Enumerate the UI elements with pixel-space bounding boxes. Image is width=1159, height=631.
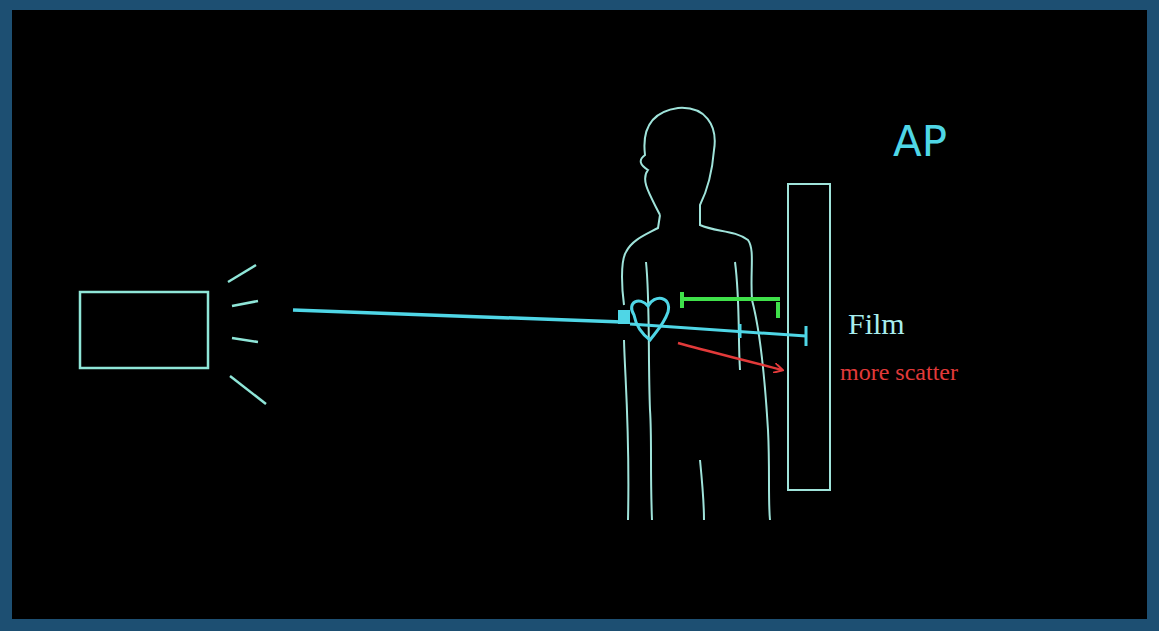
xray-tube <box>80 292 208 368</box>
view-label: AP <box>893 120 947 164</box>
film-label: Film <box>848 308 905 340</box>
xray-rays <box>228 265 266 404</box>
distance-bracket <box>680 292 780 318</box>
background <box>12 10 1147 619</box>
xray-beam <box>293 310 622 322</box>
film-plate <box>788 184 830 490</box>
person-outline <box>622 108 770 520</box>
heart <box>632 298 669 340</box>
scatter-arrow <box>678 343 782 370</box>
scatter-note: more scatter <box>840 360 958 385</box>
beam-bracket <box>630 324 806 346</box>
heart-mark <box>618 310 630 324</box>
